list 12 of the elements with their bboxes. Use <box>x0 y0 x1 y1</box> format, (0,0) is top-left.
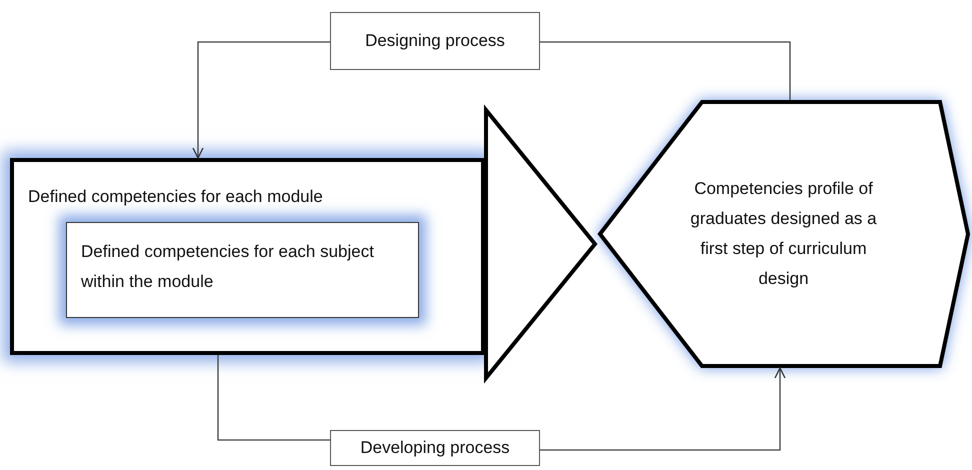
connector-line <box>217 355 330 441</box>
process-box <box>330 12 540 70</box>
node-text: Designing process <box>365 30 505 52</box>
connector-line <box>540 41 791 100</box>
node-text: Defined competencies for each module <box>28 187 323 206</box>
process-box <box>330 430 540 466</box>
connector-line <box>192 41 330 159</box>
node-text: Competencies profile of graduates designed as a first step of curriculum design <box>689 178 878 290</box>
node-text: Defined competencies for each subject within the module <box>81 242 374 291</box>
subject-box <box>66 222 419 318</box>
connector-line <box>540 367 786 451</box>
node-text: Developing process <box>360 437 510 460</box>
